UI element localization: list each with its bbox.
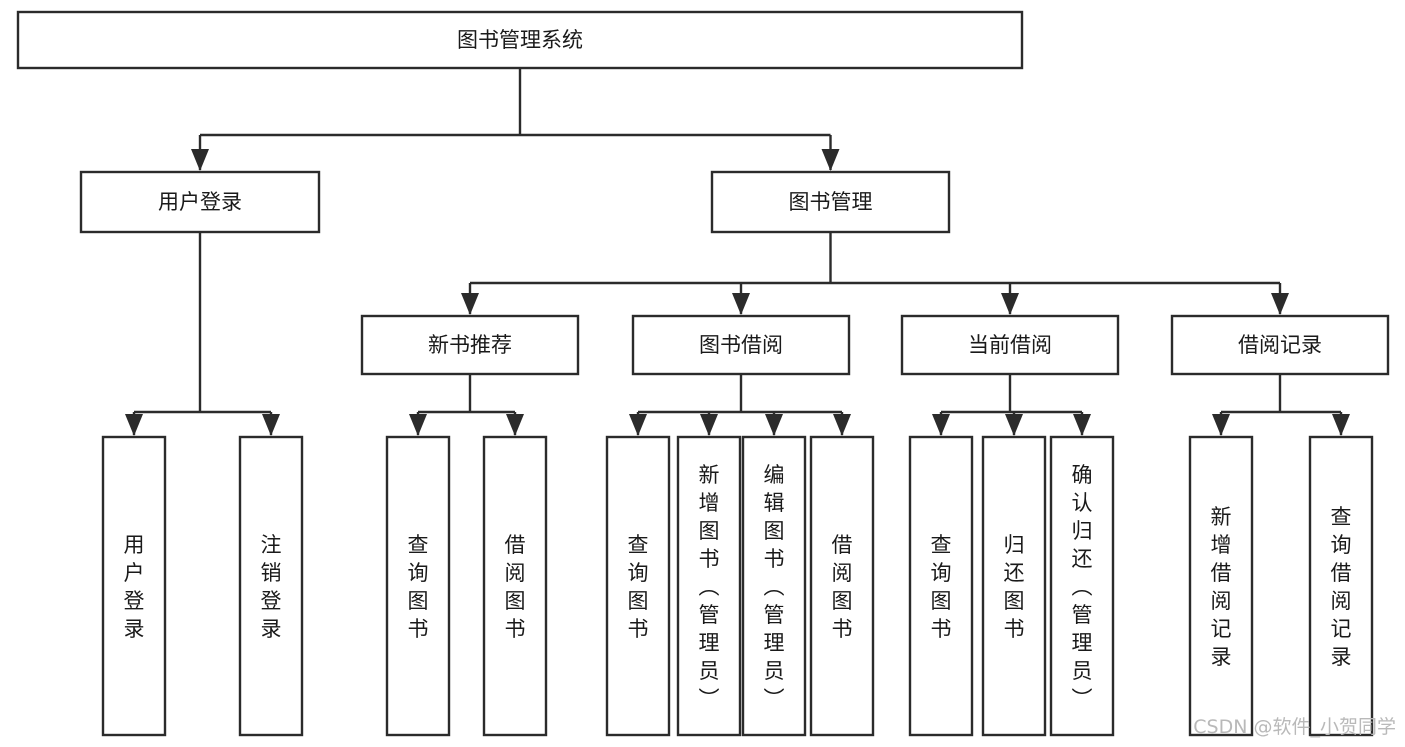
node-leaf-add-record[interactable]: 新增借阅记录: [1188, 435, 1254, 737]
arrow-head-icon-leaf-user-logout: [262, 414, 280, 436]
node-box-book-manage: [710, 170, 951, 234]
arrow-head-icon-leaf-query-book-cur: [932, 414, 950, 436]
node-box-current-borrow: [900, 314, 1120, 376]
node-box-leaf-query-book-cur: [908, 435, 974, 737]
node-label-leaf-add-book: 新增图书︵管理员︶: [699, 463, 720, 711]
node-box-root: [16, 10, 1024, 70]
node-label-leaf-query-book-cur: 查询图书: [931, 533, 952, 641]
node-leaf-confirm-return[interactable]: 确认归还︵管理员︶: [1049, 435, 1115, 737]
node-label-user-login: 用户登录: [158, 190, 242, 214]
node-label-leaf-return-book: 归还图书: [1004, 533, 1025, 641]
node-box-borrow-record: [1170, 314, 1390, 376]
arrow-head-icon-leaf-query-book-rec: [409, 414, 427, 436]
node-box-leaf-user-logout: [238, 435, 304, 737]
arrow-head-icon-leaf-edit-book: [765, 414, 783, 436]
arrow-head-icon-book-manage: [821, 149, 840, 171]
node-label-leaf-user-login: 用户登录: [124, 533, 145, 641]
node-label-current-borrow: 当前借阅: [968, 333, 1052, 357]
arrow-head-icon-leaf-query-book-borrow: [629, 414, 647, 436]
node-box-leaf-query-book-rec: [385, 435, 451, 737]
arrow-head-icon-leaf-add-book: [700, 414, 718, 436]
node-label-book-borrow: 图书借阅: [699, 333, 783, 357]
node-box-leaf-add-book: [676, 435, 742, 737]
csdn-watermark: CSDN @软件_小贺同学: [1193, 716, 1396, 738]
arrow-head-icon-leaf-add-record: [1212, 414, 1230, 436]
node-label-leaf-query-book-borrow: 查询图书: [628, 533, 649, 641]
arrow-head-icon-book-borrow: [732, 293, 750, 315]
node-new-book-rec[interactable]: 新书推荐: [360, 314, 580, 376]
nodes-layer: 图书管理系统用户登录图书管理新书推荐图书借阅当前借阅借阅记录用户登录注销登录查询…: [16, 10, 1390, 737]
node-label-leaf-borrow-book-rec: 借阅图书: [505, 533, 526, 641]
node-label-leaf-add-record: 新增借阅记录: [1211, 505, 1232, 669]
node-leaf-add-book[interactable]: 新增图书︵管理员︶: [676, 435, 742, 737]
node-label-leaf-query-book-rec: 查询图书: [408, 533, 429, 641]
node-box-leaf-borrow-book: [809, 435, 875, 737]
node-leaf-edit-book[interactable]: 编辑图书︵管理员︶: [741, 435, 807, 737]
node-leaf-user-login[interactable]: 用户登录: [101, 435, 167, 737]
node-leaf-borrow-book[interactable]: 借阅图书: [809, 435, 875, 737]
arrow-head-icon-user-login: [191, 149, 209, 171]
node-leaf-user-logout[interactable]: 注销登录: [238, 435, 304, 737]
node-book-manage[interactable]: 图书管理: [710, 170, 951, 234]
node-leaf-query-record[interactable]: 查询借阅记录: [1308, 435, 1374, 737]
node-label-leaf-query-record: 查询借阅记录: [1331, 505, 1352, 669]
node-leaf-borrow-book-rec[interactable]: 借阅图书: [482, 435, 548, 737]
node-label-leaf-edit-book: 编辑图书︵管理员︶: [764, 463, 785, 711]
arrow-head-icon-leaf-borrow-book-rec: [506, 414, 524, 436]
node-label-borrow-record: 借阅记录: [1238, 333, 1322, 357]
node-label-leaf-user-logout: 注销登录: [261, 533, 282, 641]
node-leaf-query-book-borrow[interactable]: 查询图书: [605, 435, 671, 737]
node-borrow-record[interactable]: 借阅记录: [1170, 314, 1390, 376]
node-box-leaf-edit-book: [741, 435, 807, 737]
node-box-leaf-query-book-borrow: [605, 435, 671, 737]
node-box-new-book-rec: [360, 314, 580, 376]
node-root[interactable]: 图书管理系统: [16, 10, 1024, 70]
node-leaf-query-book-rec[interactable]: 查询图书: [385, 435, 451, 737]
node-box-leaf-user-login: [101, 435, 167, 737]
node-leaf-return-book[interactable]: 归还图书: [981, 435, 1047, 737]
node-box-leaf-confirm-return: [1049, 435, 1115, 737]
node-book-borrow[interactable]: 图书借阅: [631, 314, 851, 376]
arrow-head-icon-leaf-user-login: [125, 414, 143, 436]
node-leaf-query-book-cur[interactable]: 查询图书: [908, 435, 974, 737]
node-label-leaf-confirm-return: 确认归还︵管理员︶: [1072, 463, 1093, 711]
node-box-user-login: [79, 170, 321, 234]
arrow-head-icon-leaf-query-record: [1332, 414, 1350, 436]
arrow-head-icon-leaf-borrow-book: [833, 414, 851, 436]
node-current-borrow[interactable]: 当前借阅: [900, 314, 1120, 376]
node-box-leaf-return-book: [981, 435, 1047, 737]
node-box-leaf-add-record: [1188, 435, 1254, 737]
arrow-head-icon-new-book-rec: [461, 293, 479, 315]
node-label-leaf-borrow-book: 借阅图书: [832, 533, 853, 641]
arrow-head-icon-current-borrow: [1001, 293, 1019, 315]
node-label-root: 图书管理系统: [457, 28, 583, 52]
node-box-leaf-borrow-book-rec: [482, 435, 548, 737]
node-user-login[interactable]: 用户登录: [79, 170, 321, 234]
arrow-head-icon-leaf-return-book: [1005, 414, 1023, 436]
node-box-leaf-query-record: [1308, 435, 1374, 737]
node-label-new-book-rec: 新书推荐: [428, 333, 512, 357]
arrow-head-icon-borrow-record: [1271, 293, 1289, 315]
node-label-book-manage: 图书管理: [789, 190, 873, 214]
connectors-layer: [125, 68, 1350, 436]
arrow-head-icon-leaf-confirm-return: [1073, 414, 1091, 436]
node-box-book-borrow: [631, 314, 851, 376]
